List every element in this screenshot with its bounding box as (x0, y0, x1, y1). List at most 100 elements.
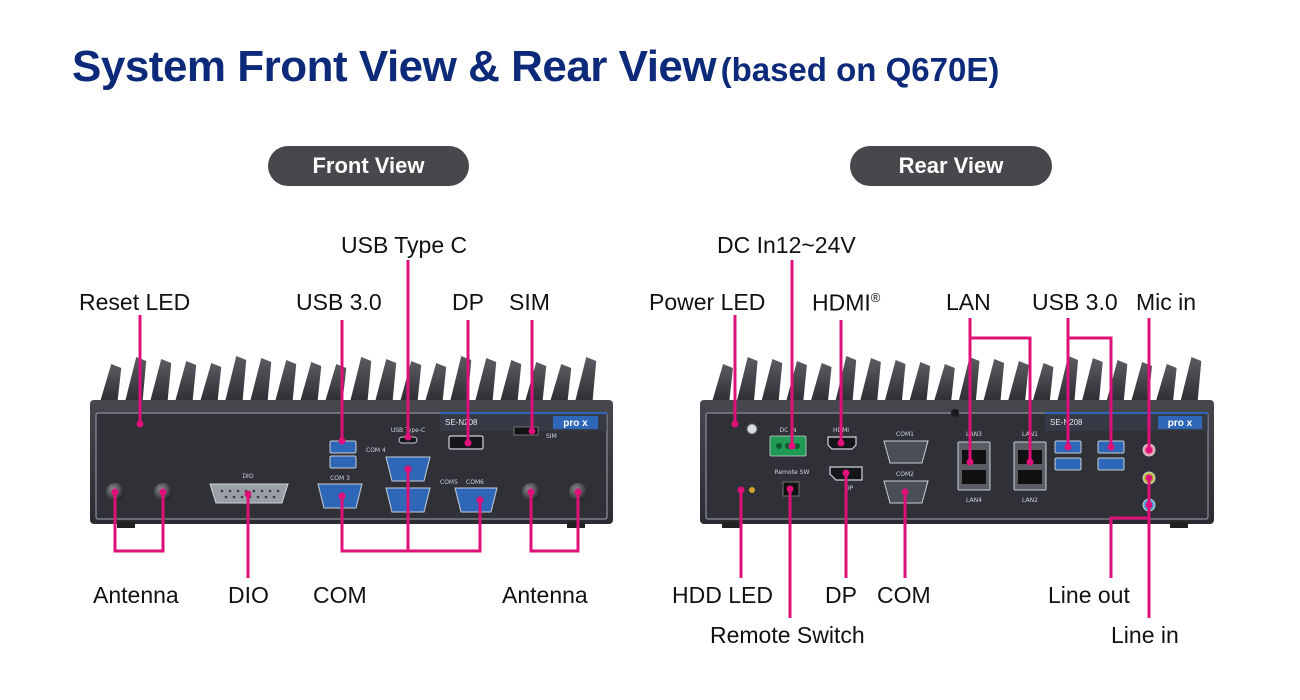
rear-com2-text: COM2 (896, 471, 914, 478)
label-front-usb30: USB 3.0 (296, 289, 382, 315)
label-rear-lan: LAN (946, 289, 991, 315)
heatsink-fin (835, 356, 857, 402)
heatsink-fin (150, 359, 172, 402)
front-sim-text: SIM (546, 433, 557, 440)
heatsink-fin (450, 356, 472, 402)
label-front-antenna-left: Antenna (93, 582, 179, 608)
rear-com1-port (883, 440, 929, 464)
label-front-antenna-right: Antenna (502, 582, 588, 608)
label-rear-hdd-led: HDD LED (672, 582, 773, 608)
label-front-dp: DP (452, 289, 484, 315)
front-com5-text: COM5 (440, 479, 458, 486)
title-sub: (based on Q670E) (720, 51, 1000, 88)
heatsink-fin (933, 364, 955, 402)
heatsink-fin (983, 359, 1005, 402)
heatsink-fin (575, 357, 597, 402)
rear-remote-text: Remote SW (775, 469, 810, 476)
label-rear-line-out: Line out (1048, 582, 1130, 608)
label-rear-com: COM (877, 582, 931, 608)
label-rear-mic-in: Mic in (1136, 289, 1197, 315)
label-front-usb-type-c: USB Type C (341, 232, 468, 258)
label-rear-hdmi-reg: ® (870, 290, 881, 305)
rear-usb-port-4 (1097, 457, 1125, 471)
heatsink-fin (1180, 357, 1202, 402)
label-front-com: COM (313, 582, 367, 608)
heatsink-fin (1131, 362, 1153, 402)
rear-foot-right (1170, 522, 1188, 528)
label-rear-dc-in: DC In12~24V (717, 232, 856, 258)
heatsink-fin (785, 361, 807, 402)
heatsink-fin (550, 364, 572, 402)
page-title: System Front View & Rear View (based on … (72, 42, 999, 92)
front-foot-right (567, 522, 585, 528)
rear-lan4-text: LAN4 (966, 497, 982, 504)
rear-power-button (746, 423, 758, 435)
heatsink-fin (1032, 363, 1054, 402)
front-com3-text: COM 3 (330, 475, 350, 482)
front-com6-port (454, 487, 498, 513)
heatsink-fin (525, 362, 547, 402)
heatsink-fin (475, 358, 497, 402)
front-brand-text: pro x (563, 418, 588, 429)
rear-view-heading: Rear View (850, 146, 1052, 186)
heatsink-fin (859, 358, 881, 402)
front-view-heading: Front View (268, 146, 469, 186)
heatsink-fin (225, 356, 247, 402)
rear-hdd-led-light (749, 487, 755, 493)
front-dio-text: DIO (242, 473, 253, 480)
heatsink-fin (300, 362, 322, 402)
front-usb-port-2 (329, 455, 357, 469)
rear-lan3-text: LAN3 (966, 431, 982, 438)
label-rear-hdmi: HDMI® (812, 291, 880, 315)
rear-foot-left (722, 522, 740, 528)
callout-lines (113, 260, 1151, 618)
heatsink-fin (425, 363, 447, 402)
callout-dots (111, 420, 1153, 509)
front-model-text: SE-N208 (445, 418, 478, 427)
heatsink-fin (736, 357, 758, 402)
heatsink-fin (250, 358, 272, 402)
front-device: SE-N208 pro x DIO COM 4 USB Type-C SIM (90, 356, 613, 528)
label-rear-dp: DP (825, 582, 857, 608)
rear-brand-logo (1158, 416, 1202, 429)
label-rear-remote-switch: Remote Switch (710, 622, 865, 648)
rear-dcin-text: DC IN (780, 427, 797, 434)
heatsink-fin (350, 357, 372, 402)
label-rear-power-led: Power LED (649, 289, 766, 315)
heatsink-fin (175, 361, 197, 402)
label-front-reset-led: Reset LED (79, 289, 191, 315)
heatsink-fin (125, 357, 147, 402)
rear-brand-text: pro x (1168, 418, 1193, 429)
front-foot-left (117, 522, 135, 528)
front-com6-text: COM6 (466, 479, 484, 486)
rear-com1-text: COM1 (896, 431, 914, 438)
label-rear-hdmi-text: HDMI (812, 289, 871, 316)
heatsink-fin (712, 364, 733, 402)
rear-screw (951, 409, 959, 417)
label-front-sim: SIM (509, 289, 550, 315)
heatsink-fin (500, 360, 522, 402)
front-com4-text: COM 4 (366, 447, 386, 454)
label-front-dio: DIO (228, 582, 269, 608)
heatsink-fin (810, 363, 832, 402)
label-rear-usb30: USB 3.0 (1032, 289, 1118, 315)
rear-lan2-text: LAN2 (1022, 497, 1038, 504)
heatsink-fin (1007, 361, 1029, 402)
heatsink-fin (1155, 364, 1177, 402)
rear-usb-port-2 (1054, 457, 1082, 471)
heatsink-fin (884, 360, 906, 402)
front-brand-logo (553, 416, 598, 429)
heatsink-fin (909, 362, 931, 402)
heatsink-fin (200, 363, 222, 402)
heatsink-fin (400, 361, 422, 402)
front-sim-slot (513, 426, 539, 436)
heatsink-fin (375, 359, 397, 402)
title-main: System Front View & Rear View (72, 42, 717, 91)
heatsink-fin (1081, 358, 1103, 402)
rear-device: SE-N208 pro x DC IN Remote SW HDMI DP CO… (700, 356, 1214, 528)
label-rear-line-in: Line in (1111, 622, 1179, 648)
heatsink-fin (275, 360, 297, 402)
heatsink-fin (761, 359, 783, 402)
heatsink-fin (100, 364, 122, 402)
